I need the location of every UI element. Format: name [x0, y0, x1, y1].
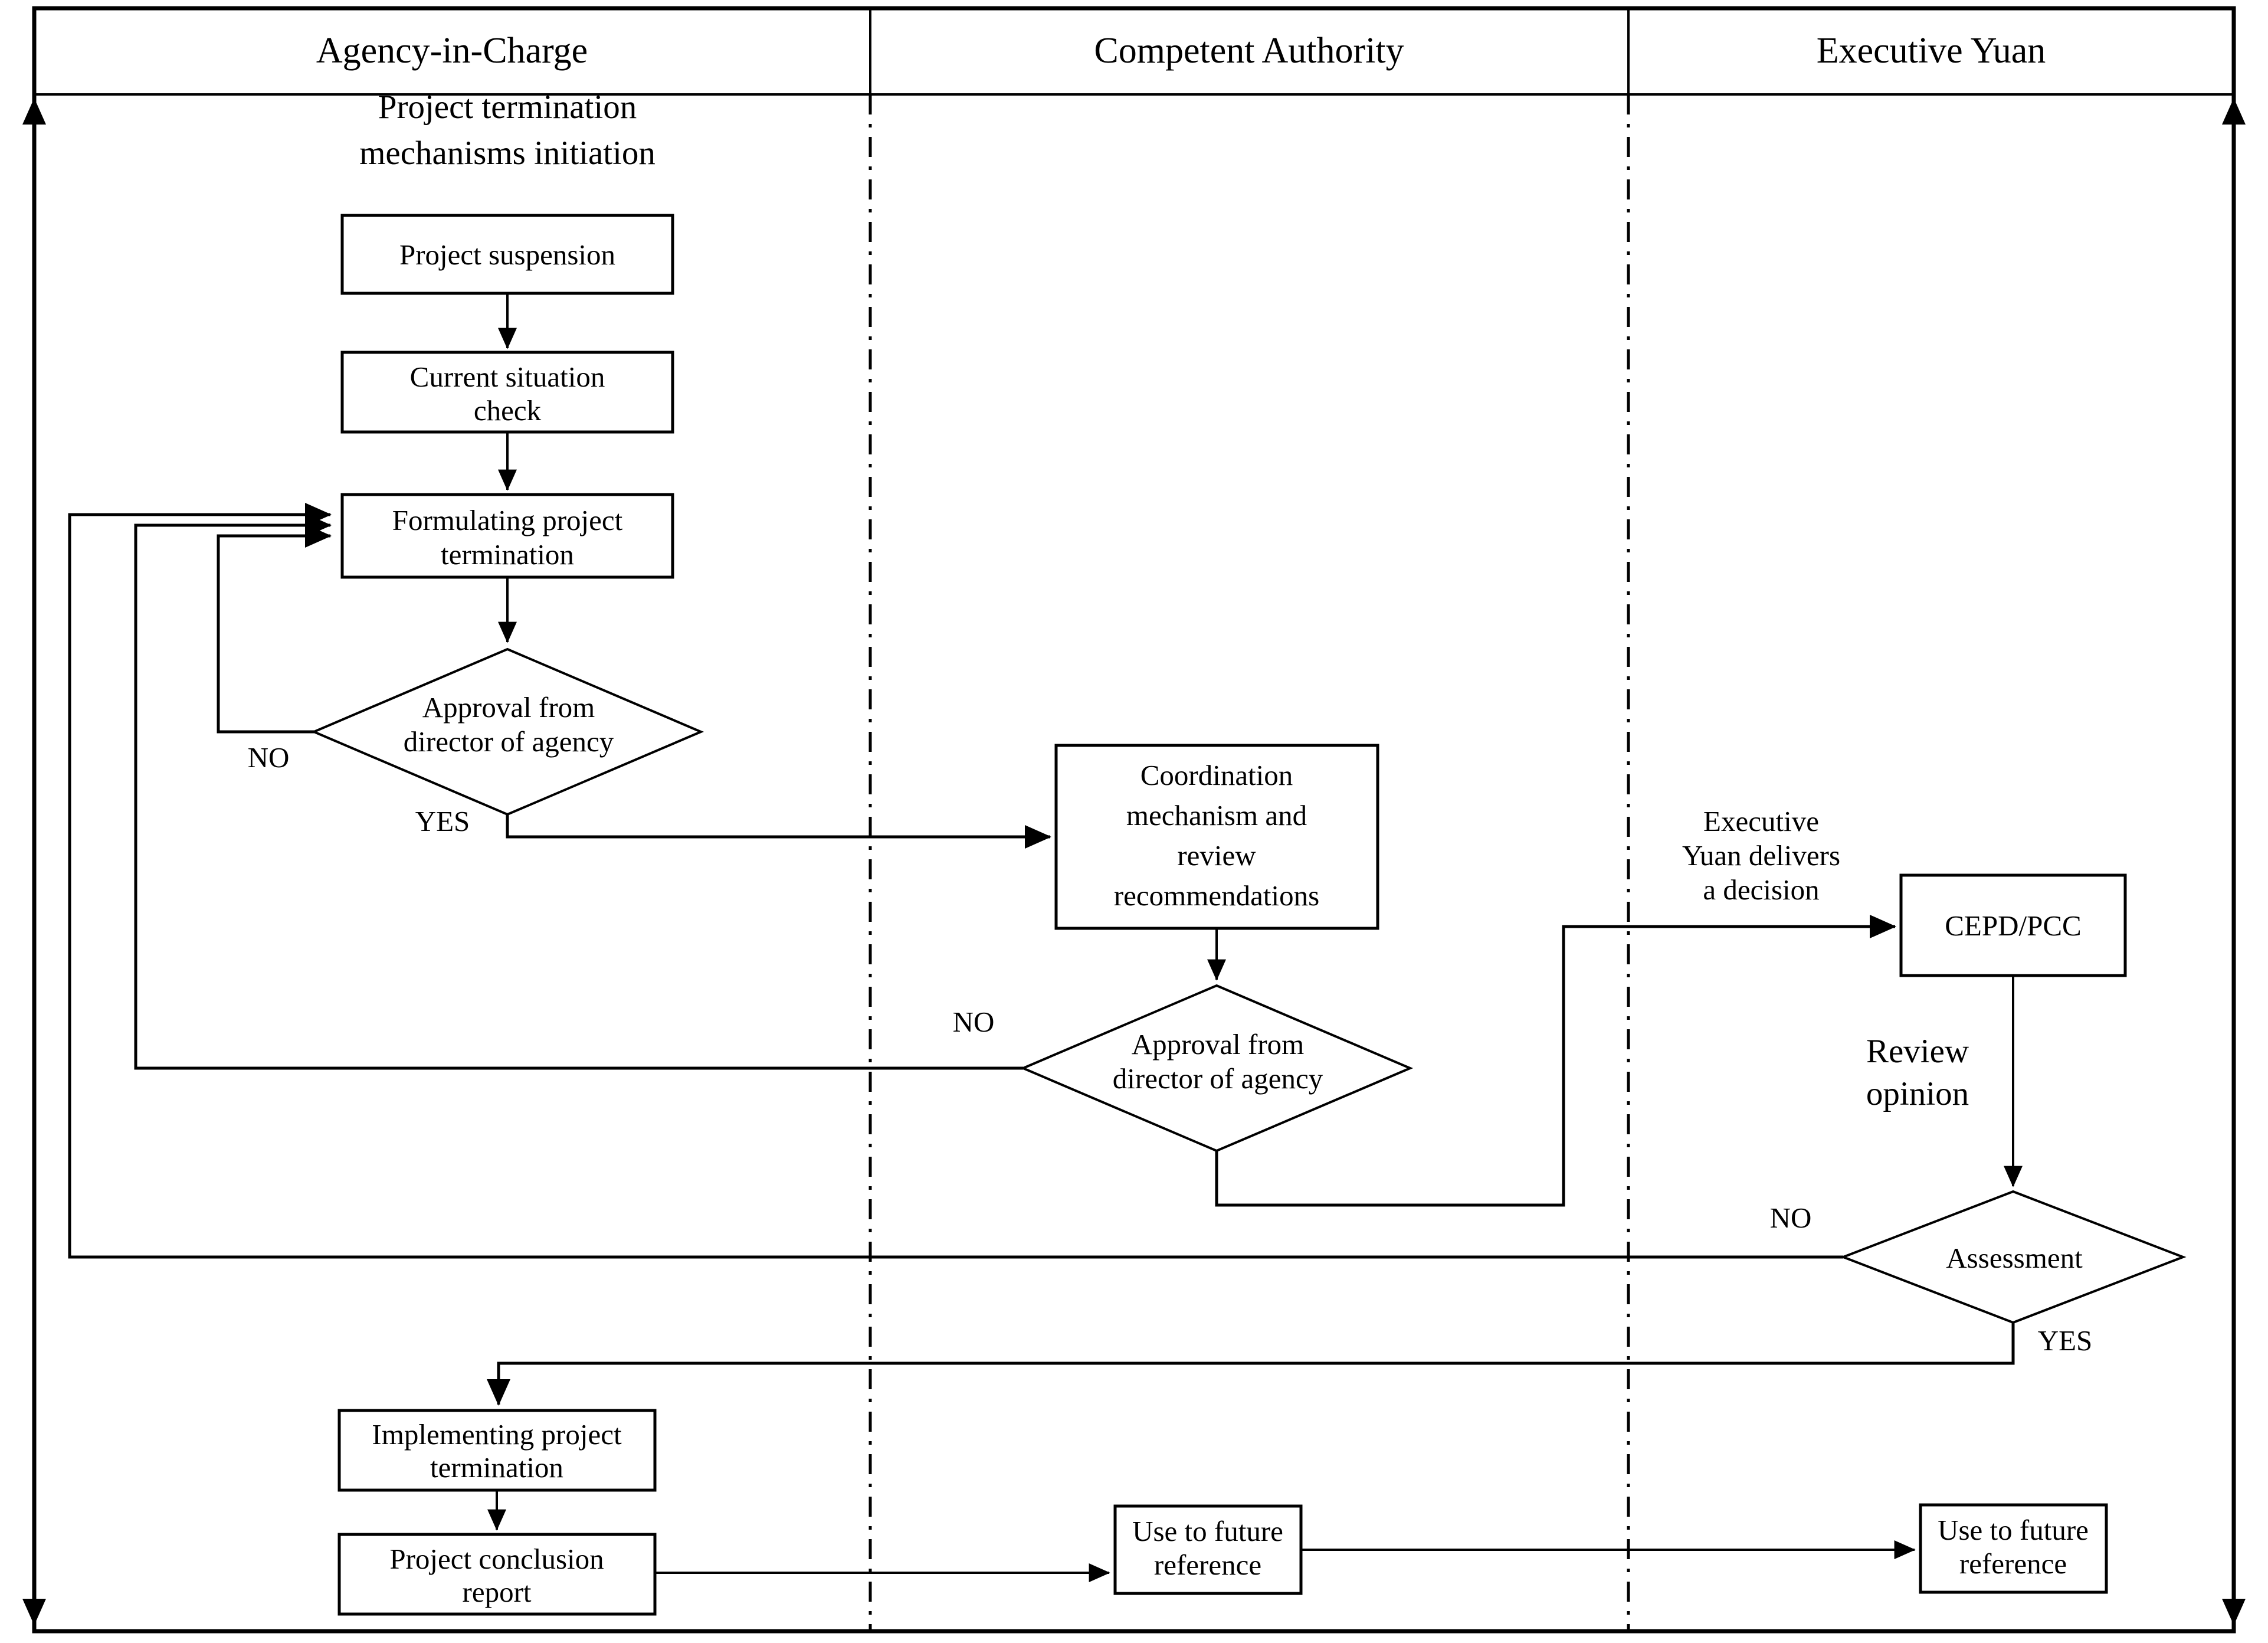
initiation-label-line2: mechanisms initiation [359, 135, 656, 172]
ey-decision-label-line2: Yuan delivers [1682, 839, 1840, 872]
lane-header-agency: Agency-in-Charge [316, 31, 588, 71]
node-ufr-competent-line2: reference [1154, 1549, 1261, 1581]
node-approval2-line1: Approval from [1132, 1028, 1305, 1061]
node-ufr-executive-line1: Use to future [1938, 1514, 2089, 1546]
node-ufr-executive-line2: reference [1959, 1547, 2067, 1580]
edge-label-approval1-yes: YES [415, 805, 470, 837]
node-approval1-line1: Approval from [422, 691, 595, 724]
node-approval-director-agency-2[interactable]: Approval from director of agency [1020, 984, 1414, 1153]
node-conclusion-line2: report [463, 1576, 532, 1608]
node-approval2-line2: director of agency [1113, 1062, 1323, 1095]
node-cepd-pcc[interactable]: CEPD/PCC [1899, 873, 2127, 977]
frame-boundary-arrows [22, 98, 2246, 1625]
node-implementing-line2: termination [430, 1451, 563, 1484]
initiation-label-line1: Project termination [378, 89, 637, 126]
node-use-future-reference-executive[interactable]: Use to future reference [1919, 1503, 2108, 1594]
node-coordination-line2: mechanism and [1126, 799, 1307, 832]
node-assessment-line1: Assessment [1946, 1242, 2083, 1274]
lane-header-dividers [869, 8, 1630, 94]
edge-assessment-no [68, 503, 1843, 1259]
edge-approval1-no [217, 524, 332, 734]
node-project-suspension-line1: Project suspension [399, 238, 615, 271]
diagram-frame [32, 6, 2236, 1634]
node-use-future-reference-competent[interactable]: Use to future reference [1113, 1504, 1303, 1595]
node-implementing-project-termination[interactable]: Implementing project termination [337, 1409, 657, 1492]
node-current-situation-check-line1: Current situation [410, 361, 605, 393]
edge-label-assessment-no: NO [1770, 1202, 1812, 1234]
edge-label-approval1-no: NO [248, 741, 290, 774]
lane-header-executive: Executive Yuan [1817, 31, 2046, 71]
edge-approval2-no [134, 513, 1023, 1070]
node-current-situation-check-line2: check [474, 394, 542, 427]
review-opinion-label-line2: opinion [1866, 1075, 1969, 1112]
node-approval-director-agency-1[interactable]: Approval from director of agency [310, 647, 704, 816]
edge-approval2-yes [1215, 915, 1896, 1207]
ey-decision-label-line3: a decision [1703, 873, 1819, 906]
edge-approval1-yes [506, 814, 1051, 849]
node-coordination-mechanism[interactable]: Coordination mechanism and review recomm… [1054, 744, 1379, 930]
node-formulating-line2: termination [441, 538, 574, 571]
node-formulating-project-termination[interactable]: Formulating project termination [340, 493, 674, 579]
edge-label-assessment-yes: YES [2038, 1324, 2093, 1357]
edge-label-approval2-no: NO [953, 1006, 995, 1038]
node-formulating-line1: Formulating project [392, 504, 623, 536]
edge-assessment-yes [487, 1323, 2015, 1406]
node-project-suspension[interactable]: Project suspension [340, 214, 674, 295]
node-project-conclusion-report[interactable]: Project conclusion report [337, 1533, 657, 1616]
node-current-situation-check[interactable]: Current situation check [340, 351, 674, 434]
node-coordination-line3: review [1177, 839, 1256, 872]
node-ufr-competent-line1: Use to future [1132, 1515, 1283, 1547]
node-implementing-line1: Implementing project [372, 1418, 622, 1451]
node-coordination-line4: recommendations [1114, 879, 1319, 912]
node-assessment[interactable]: Assessment [1840, 1190, 2187, 1324]
node-conclusion-line1: Project conclusion [389, 1543, 604, 1575]
review-opinion-label-line1: Review [1866, 1033, 1969, 1070]
ey-decision-label-line1: Executive [1703, 805, 1819, 837]
node-cepd-pcc-line1: CEPD/PCC [1945, 909, 2081, 942]
node-approval1-line2: director of agency [404, 725, 614, 758]
node-coordination-line1: Coordination [1140, 759, 1293, 791]
lane-header-competent: Competent Authority [1094, 31, 1404, 71]
